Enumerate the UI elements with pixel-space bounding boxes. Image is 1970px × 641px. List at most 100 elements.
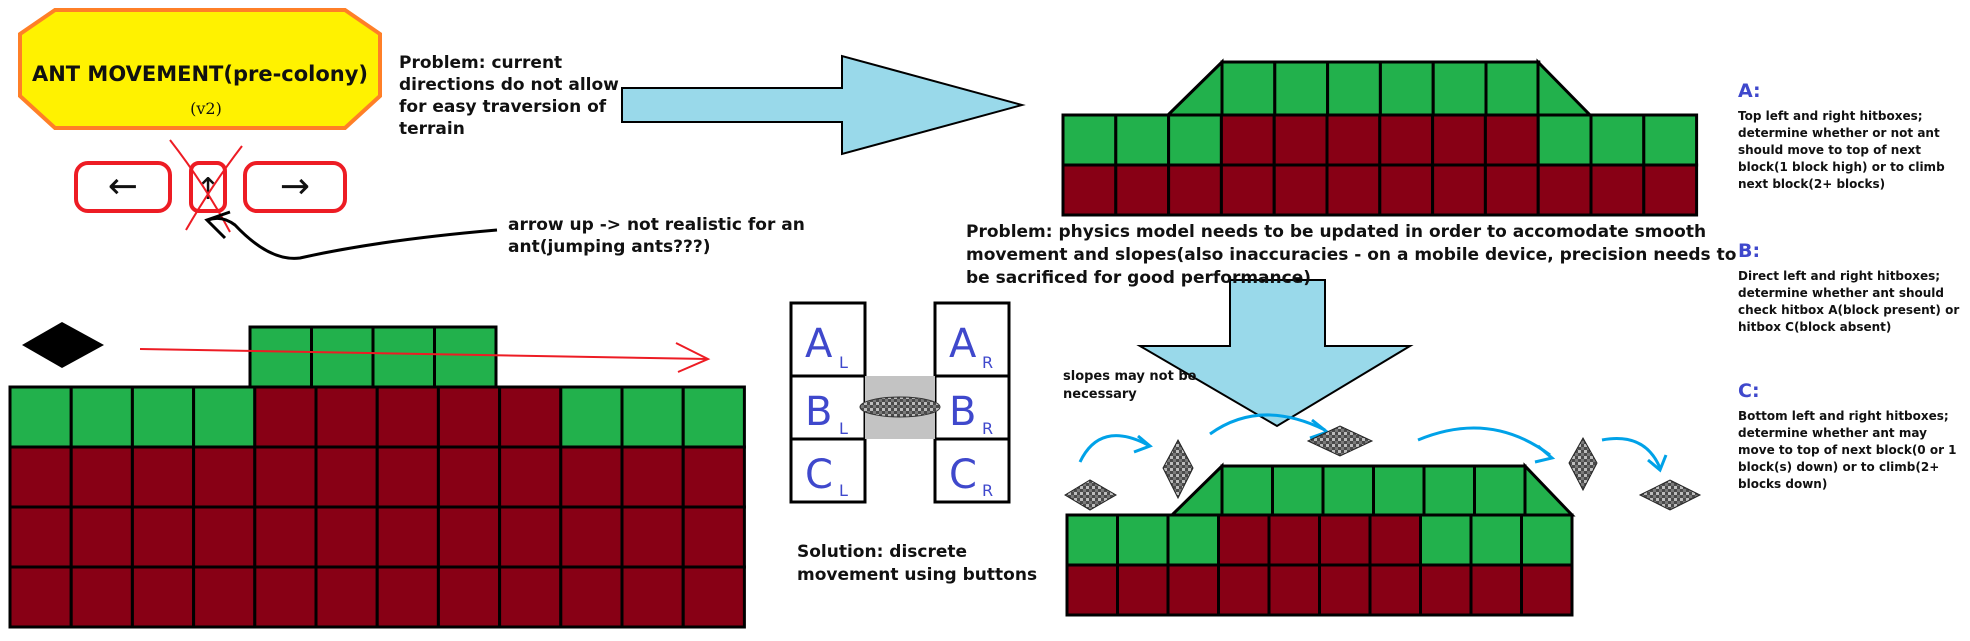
grass-block [1061,113,1118,167]
grass-block [192,385,257,449]
terrain-bottom-right [1065,462,1576,617]
ant-path [1078,413,1668,473]
dirt-block [559,565,624,629]
ant-icon [22,322,104,368]
right-button[interactable] [243,161,347,213]
dirt-block [1368,563,1422,617]
grass-block [1271,464,1325,517]
svg-text:C: C [949,452,977,498]
pointer-arrowhead [204,210,231,240]
dirt-block [1520,563,1574,617]
dirt-block [1483,163,1540,217]
side-note-b: B: Direct left and right hitboxes; deter… [1738,240,1966,336]
dirt-block [69,565,134,629]
big-down-arrow [1136,279,1414,428]
pointer-arrow [207,216,498,260]
grass-block [1116,513,1170,567]
dirt-block [1325,163,1382,217]
left-arrow-icon: ← [108,166,138,207]
grass-block [1326,60,1382,118]
dirt-block [1272,163,1329,217]
dirt-block [130,445,196,509]
grass-block [1484,60,1541,118]
side-note-b-text: Direct left and right hitboxes; determin… [1738,269,1960,334]
svg-text:L: L [839,353,848,372]
dirt-block [498,385,563,449]
grass-block [248,325,313,389]
dirt-block [1419,563,1473,617]
dirt-block [681,505,746,569]
grass-block [1431,60,1488,118]
terrain-top-right [1061,58,1699,217]
dirt-block [1378,113,1435,167]
svg-text:L: L [839,481,848,500]
hitbox-c-right [933,437,1011,504]
grass-block [1473,464,1527,517]
grass-block [1166,513,1220,567]
dirt-block [1272,113,1329,167]
grass-block [1114,113,1171,167]
dirt-block [8,505,73,569]
solution-note: Solution: discrete movement using button… [797,542,1038,585]
dirt-block [253,565,318,629]
dirt-block [1219,113,1276,167]
dirt-block [1318,563,1372,617]
dirt-block [192,505,257,569]
grass-block [130,385,196,449]
grass-block [1372,464,1426,517]
dirt-block [1431,113,1487,167]
dirt-block [498,565,563,629]
grass-block [1321,464,1375,517]
side-note-a-heading: A: [1738,80,1761,102]
grass-block [1220,464,1274,517]
dirt-block [375,565,440,629]
up-arrow-icon: ↑ [195,172,220,207]
dirt-block [192,565,257,629]
dirt-block [8,565,73,629]
svg-text:B: B [805,389,832,435]
ant-sprite-icon [859,396,941,418]
side-note-c: C: Bottom left and right hitboxes; deter… [1738,380,1966,493]
grass-block [620,385,685,449]
dirt-block [1483,113,1540,167]
svg-text:A: A [805,321,833,367]
title-version: (v2) [190,99,222,118]
svg-text:R: R [982,419,993,438]
grass-block [1273,60,1330,118]
dirt-block [681,445,746,509]
svg-text:L: L [839,419,848,438]
ant-sprites [1064,425,1702,511]
hitbox-b-right [933,374,1011,441]
right-arrow-icon: → [280,166,310,207]
dirt-block [436,385,502,449]
grass-block [1378,60,1435,118]
dirt-block [1217,513,1271,567]
svg-text:R: R [982,353,993,372]
left-button[interactable] [74,161,172,213]
dirt-block [1217,563,1271,617]
dirt-block [436,565,502,629]
dirt-block [1167,163,1223,217]
dirt-block [559,445,624,509]
dirt-block [1116,563,1170,617]
grass-block [681,385,746,449]
dirt-block [1065,563,1119,617]
side-note-b-heading: B: [1738,240,1761,262]
arrow-up-note: arrow up -> not realistic for an ant(jum… [508,215,805,257]
dirt-block [1642,163,1699,217]
dirt-block [681,565,746,629]
dirt-block [253,385,318,449]
terrain-bottom-left [8,325,746,629]
up-button[interactable] [189,161,227,213]
big-right-arrow [621,54,1026,156]
dirt-block [69,505,134,569]
grass-block [1469,513,1523,567]
grass-block [371,325,436,389]
grass-block [1422,464,1476,517]
grass-block [8,385,73,449]
side-note-c-heading: C: [1738,380,1760,402]
svg-text:R: R [982,481,993,500]
dirt-block [436,505,502,569]
side-note-a: A: Top left and right hitboxes; determin… [1738,80,1966,193]
